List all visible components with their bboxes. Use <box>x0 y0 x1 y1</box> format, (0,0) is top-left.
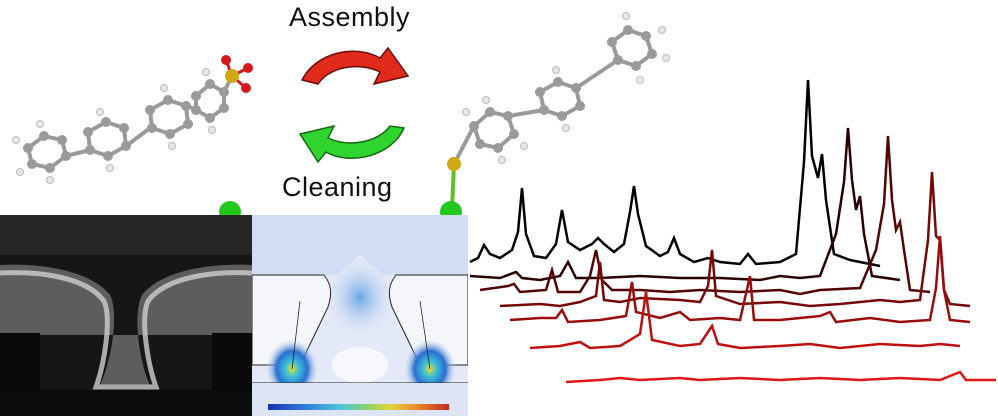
carbon-atoms <box>23 79 229 173</box>
oxygen-atom <box>221 55 231 65</box>
sem-image <box>0 215 252 416</box>
oxygen-atom <box>241 83 251 93</box>
curved-arrow-right-icon <box>300 46 410 86</box>
sem-structure <box>0 215 252 416</box>
curved-arrow-left-icon <box>298 124 406 164</box>
hydrogen-atoms <box>12 68 216 184</box>
spectrum-trace-1 <box>469 79 881 268</box>
assembly-label: Assembly <box>289 2 411 32</box>
spectrum-trace-7 <box>565 370 996 384</box>
assembly-arrow-shape <box>300 46 410 86</box>
cleaning-label: Cleaning <box>282 172 393 202</box>
field-map <box>252 215 468 416</box>
field-simulation <box>252 215 468 416</box>
cleaning-arrow-shape <box>298 124 406 164</box>
spectrum-trace-2 <box>469 127 901 282</box>
spectrum-trace-4 <box>499 171 971 308</box>
hydrogen-atoms <box>462 12 670 164</box>
sulfur-atom <box>225 69 239 83</box>
colorbar <box>268 404 449 410</box>
spectrum-trace-5 <box>509 235 971 324</box>
oxygen-atom <box>243 63 253 73</box>
carbon-atoms <box>469 25 657 153</box>
spectrum-trace-6 <box>529 291 961 350</box>
sulfonate-group <box>221 55 253 93</box>
spectrum-trace-3 <box>479 135 931 296</box>
sulfur-atom <box>447 157 461 171</box>
